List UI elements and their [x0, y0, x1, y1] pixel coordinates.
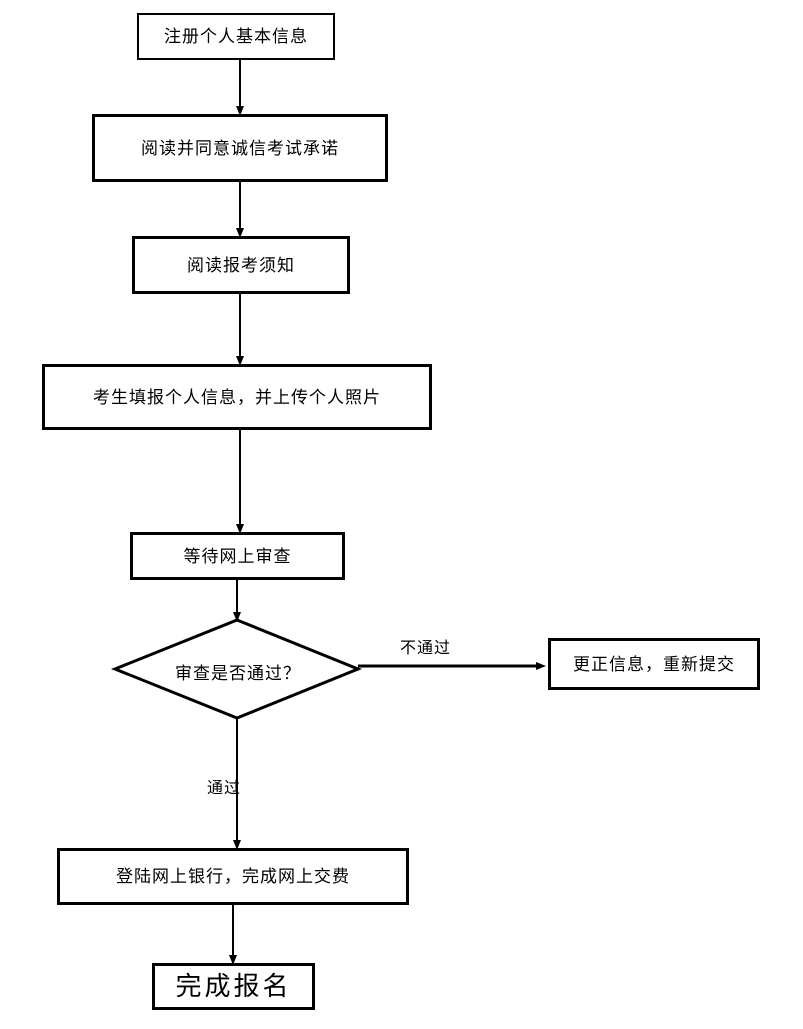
edge-label-pass-text: 通过 [207, 780, 242, 797]
node-register[interactable]: 注册个人基本信息 [137, 13, 335, 60]
node-registration-complete-label: 完成报名 [175, 971, 292, 1001]
node-registration-complete[interactable]: 完成报名 [152, 963, 315, 1010]
node-notice-label: 阅读报考须知 [187, 255, 295, 275]
node-fill-info-label: 考生填报个人信息，并上传个人照片 [93, 387, 381, 407]
node-resubmit[interactable]: 更正信息，重新提交 [548, 638, 760, 690]
node-pledge[interactable]: 阅读并同意诚信考试承诺 [92, 114, 388, 182]
edge-label-fail-text: 不通过 [400, 640, 452, 657]
node-online-payment-label: 登陆网上银行，完成网上交费 [116, 867, 350, 886]
node-online-payment[interactable]: 登陆网上银行，完成网上交费 [57, 848, 409, 905]
edge-label-fail: 不通过 [400, 634, 451, 658]
node-pledge-label: 阅读并同意诚信考试承诺 [141, 138, 339, 158]
node-fill-info[interactable]: 考生填报个人信息，并上传个人照片 [42, 364, 432, 430]
node-notice[interactable]: 阅读报考须知 [132, 236, 350, 294]
node-decision-label: 审查是否通过？ [175, 664, 301, 683]
node-waiting-review-label: 等待网上审查 [183, 546, 292, 566]
node-waiting-review[interactable]: 等待网上审查 [130, 532, 345, 580]
edge-label-pass: 通过 [207, 774, 241, 798]
node-decision-label-wrap: 审查是否通过？ [160, 659, 316, 684]
node-register-label: 注册个人基本信息 [164, 27, 308, 46]
node-resubmit-label: 更正信息，重新提交 [573, 654, 735, 674]
